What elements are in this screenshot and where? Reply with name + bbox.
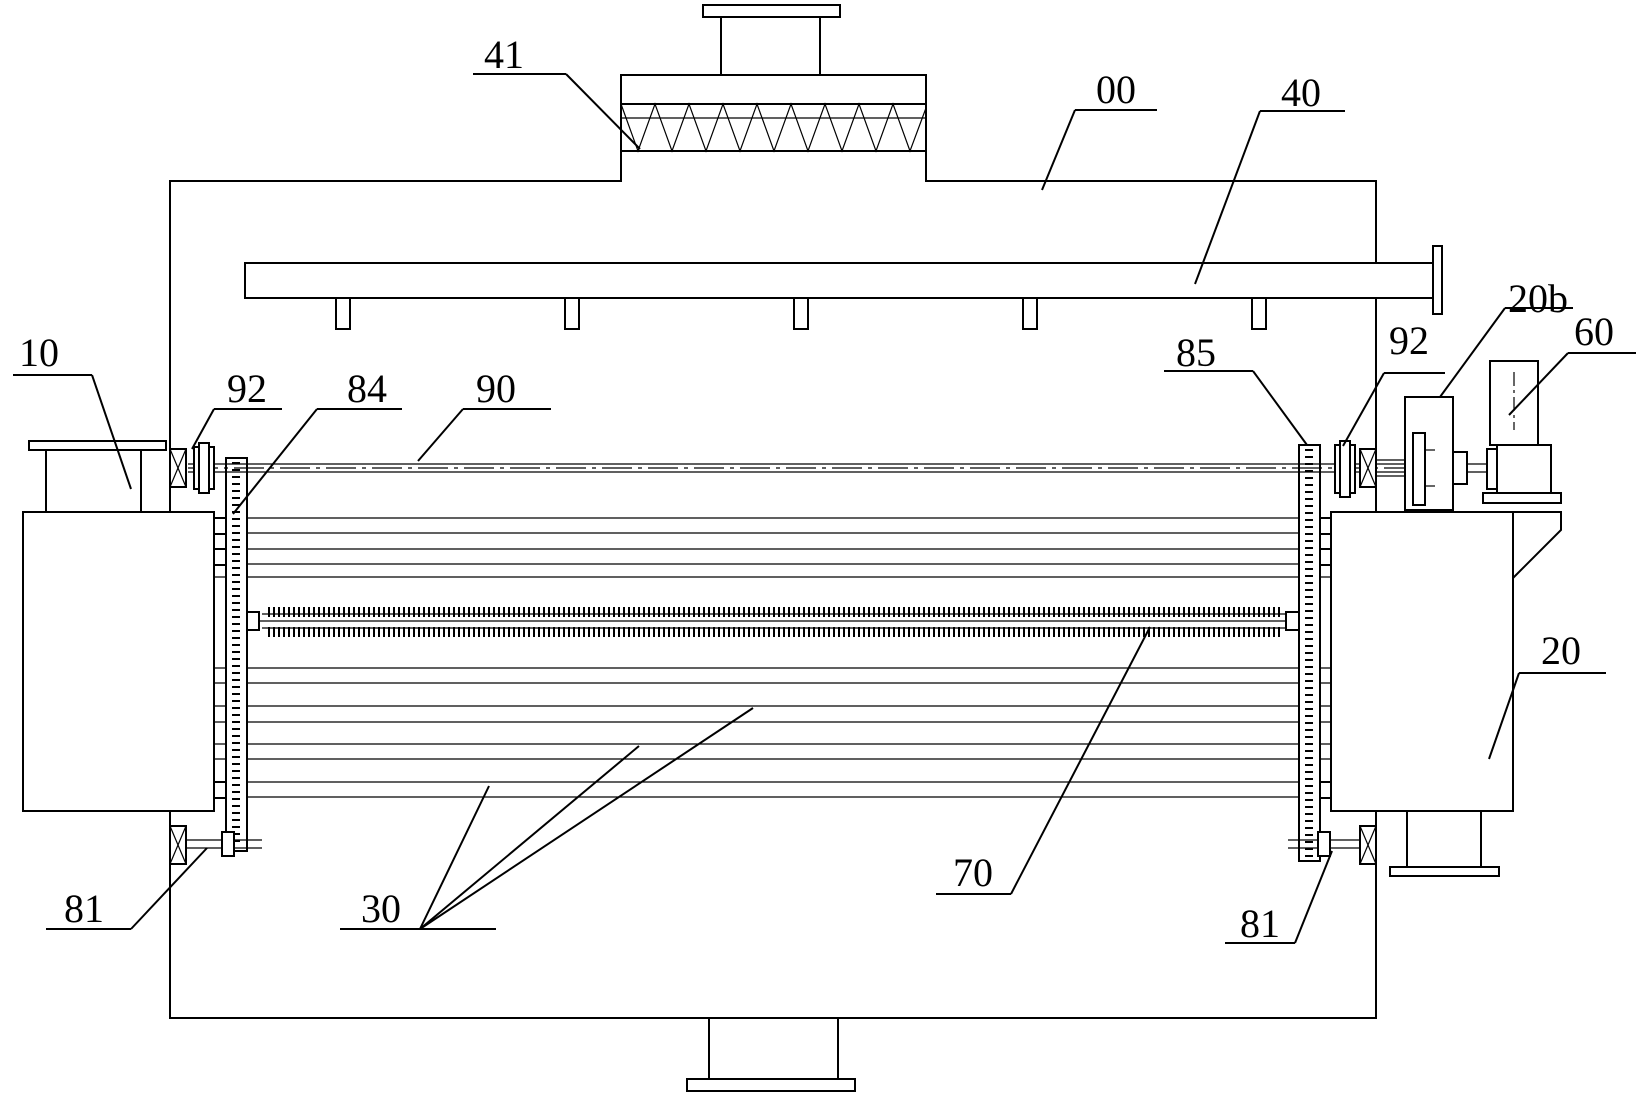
label-40: 40 bbox=[1281, 70, 1321, 115]
reference-labels: 41 00 40 10 92 84 90 85 92 20b 60 20 70 … bbox=[19, 32, 1614, 946]
label-20: 20 bbox=[1541, 628, 1581, 673]
bearing-92-left bbox=[169, 442, 215, 494]
outlet-header-20 bbox=[1330, 511, 1562, 877]
label-84: 84 bbox=[347, 366, 387, 411]
chain-84 bbox=[213, 457, 248, 852]
chain-85 bbox=[1298, 444, 1332, 862]
label-90: 90 bbox=[476, 366, 516, 411]
sprocket-81-left bbox=[169, 825, 262, 865]
label-81-right: 81 bbox=[1240, 901, 1280, 946]
bearing-92-right bbox=[1334, 440, 1377, 498]
demister-pad-41 bbox=[620, 102, 927, 153]
motor-60 bbox=[1482, 360, 1562, 504]
coupling-20b bbox=[1376, 396, 1487, 511]
label-20b: 20b bbox=[1508, 276, 1568, 321]
label-92-right: 92 bbox=[1389, 318, 1429, 363]
label-70: 70 bbox=[953, 850, 993, 895]
drive-shaft-90 bbox=[188, 463, 1425, 473]
label-00: 00 bbox=[1096, 67, 1136, 112]
sprocket-81-right bbox=[1288, 825, 1377, 865]
tube-bundle-30 bbox=[214, 517, 1331, 798]
inlet-header-10 bbox=[22, 440, 215, 812]
label-85: 85 bbox=[1176, 330, 1216, 375]
spray-pipe-40 bbox=[244, 245, 1443, 330]
bottom-nozzle bbox=[686, 1017, 856, 1092]
label-10: 10 bbox=[19, 330, 59, 375]
label-41: 41 bbox=[484, 32, 524, 77]
leader-lines bbox=[13, 73, 1636, 944]
label-30: 30 bbox=[361, 886, 401, 931]
label-92-left: 92 bbox=[227, 366, 267, 411]
housing-00 bbox=[169, 4, 1377, 1019]
label-60: 60 bbox=[1574, 309, 1614, 354]
label-81-left: 81 bbox=[64, 886, 104, 931]
